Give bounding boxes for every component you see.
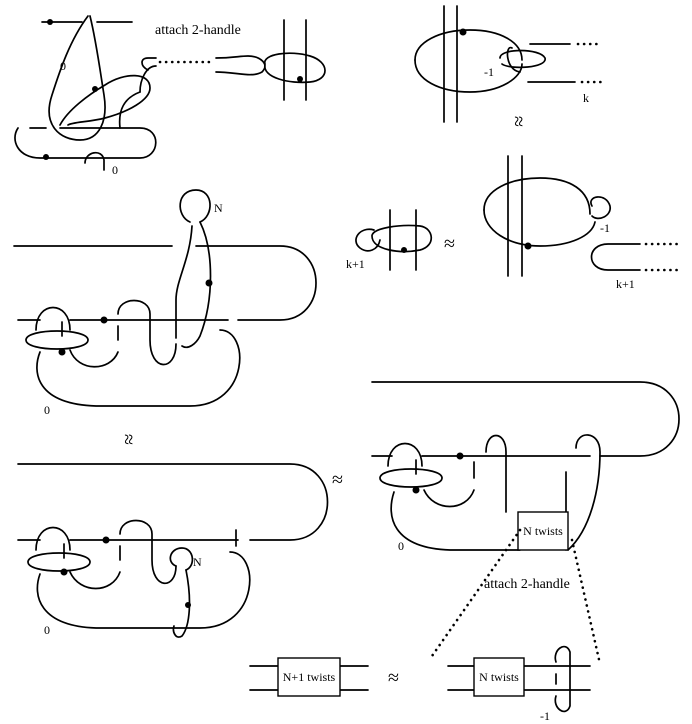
box-label: N+1 twists: [283, 670, 336, 684]
framing-label: k+1: [346, 257, 365, 271]
dotted-circle-marker: [459, 28, 467, 36]
dotted-circle-marker: [102, 536, 110, 544]
middle-right-right-diagram: [483, 155, 682, 277]
framing-label: -1: [540, 709, 550, 723]
top-left-link-diagram: [14, 15, 157, 171]
dotted-circle-marker: [58, 348, 66, 356]
framing-label: 0: [60, 59, 66, 73]
box-label: N twists: [523, 524, 563, 538]
dotted-circle-marker: [297, 76, 303, 82]
bottom-left-link-diagram: [17, 463, 329, 638]
middle-left-link-diagram: [13, 189, 317, 407]
dotted-circle-marker: [92, 86, 98, 92]
framing-label: -1: [484, 65, 494, 79]
equivalence-symbol: ≈: [117, 434, 139, 445]
equivalence-symbol: ≈: [507, 116, 529, 127]
dotted-connector: [430, 528, 522, 658]
dotted-circle-marker: [401, 247, 407, 253]
framing-label: 0: [44, 403, 50, 417]
framing-label: 0: [44, 623, 50, 637]
framing-label: N: [214, 201, 223, 215]
top-handle-strands: [215, 19, 326, 101]
n-twists-box-a: N twists: [517, 511, 569, 551]
dotted-connector: [570, 538, 602, 666]
dotted-circle-marker: [456, 452, 464, 460]
framing-label: k+1: [616, 277, 635, 291]
box-label: N twists: [479, 670, 519, 684]
dotted-circle-marker: [60, 568, 68, 576]
top-right-link-diagram: [414, 5, 604, 123]
dotted-circle-marker: [43, 154, 49, 160]
dotted-circle-marker: [100, 316, 108, 324]
framing-label: 0: [112, 163, 118, 177]
attach-2-handle-label: attach 2-handle: [484, 577, 570, 592]
equivalence-symbol: ≈: [332, 469, 343, 491]
equivalence-symbol: ≈: [444, 233, 455, 255]
attach-2-handle-label: attach 2-handle: [155, 23, 241, 38]
dotted-circle-marker: [205, 279, 213, 287]
n-twists-box-b: N twists: [447, 645, 591, 713]
middle-right-left-diagram: [355, 209, 433, 271]
framing-label: -1: [600, 221, 610, 235]
equivalence-symbol: ≈: [388, 667, 399, 689]
dotted-circle-marker: [47, 19, 53, 25]
framing-label: k: [583, 91, 589, 105]
n-plus-1-twists-box: N+1 twists: [249, 657, 369, 697]
bottom-right-link-diagram: [371, 381, 680, 551]
dotted-circle-marker: [185, 602, 191, 608]
dotted-circle-marker: [412, 486, 420, 494]
framing-label: 0: [398, 539, 404, 553]
framing-label: N: [193, 555, 202, 569]
dotted-circle-marker: [524, 242, 532, 250]
